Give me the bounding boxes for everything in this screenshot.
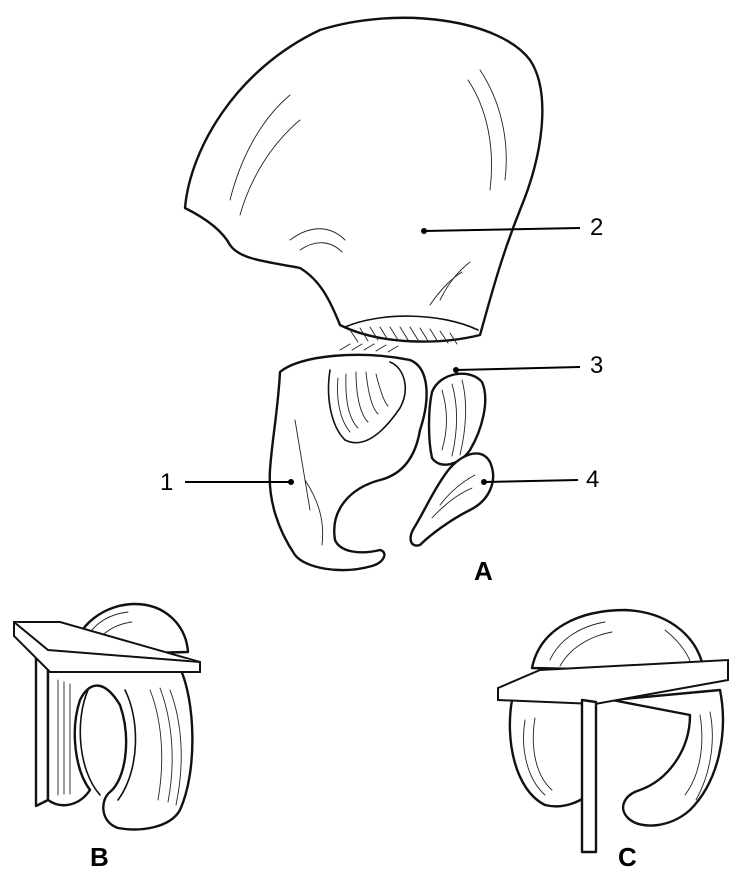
ischium-pubis-bone: [270, 344, 427, 570]
panel-c: C: [498, 610, 728, 870]
label-4-leader: [484, 480, 578, 482]
panel-a: 2 3 1 4 A: [160, 18, 603, 586]
label-3-callout: 3: [453, 352, 603, 379]
acetabular-piece-3: [429, 374, 485, 465]
panel-c-letter: C: [618, 842, 637, 870]
ilium-bone: [185, 18, 542, 344]
panel-b-bone: [48, 661, 192, 829]
label-3: 3: [590, 352, 603, 379]
panel-b: B: [14, 604, 200, 870]
label-4-callout: 4: [481, 466, 599, 493]
label-4: 4: [586, 466, 599, 493]
panel-c-bone: [510, 690, 723, 826]
panel-a-letter: A: [474, 556, 493, 586]
acetabular-piece-4: [411, 453, 493, 545]
label-2: 2: [590, 214, 603, 241]
label-3-leader: [456, 367, 580, 370]
label-1: 1: [160, 469, 173, 496]
panel-c-vertical-plate: [582, 700, 596, 852]
panel-b-letter: B: [90, 842, 109, 870]
